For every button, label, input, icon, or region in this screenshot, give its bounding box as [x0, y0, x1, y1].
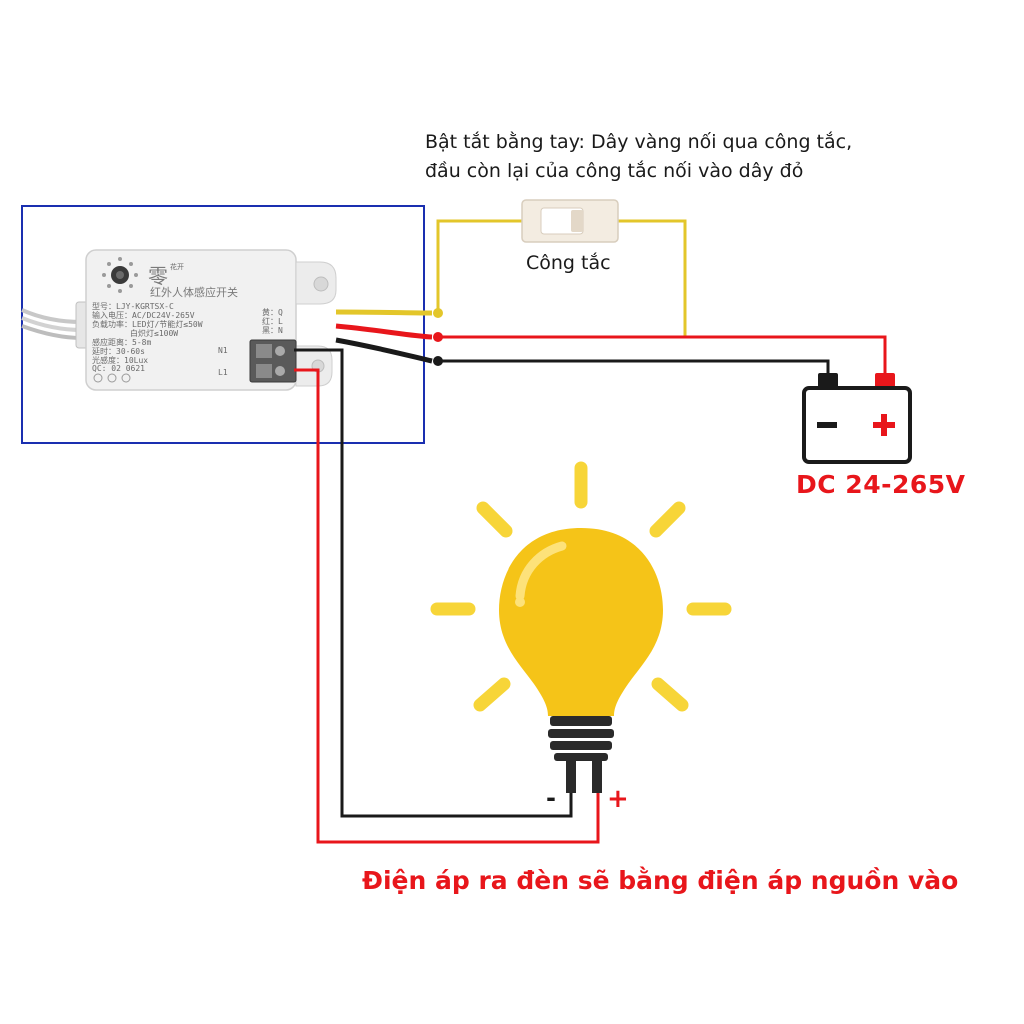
module-spec-line: 白炽灯≤100W — [130, 329, 179, 338]
red-wire-output — [294, 368, 600, 844]
bulb-minus-label: - — [546, 784, 556, 812]
black-wire-output — [294, 348, 573, 818]
instruction-note-line-2: đầu còn lại của công tắc nối vào dây đỏ — [425, 160, 804, 182]
red-wire-battery — [438, 335, 887, 378]
module-frame — [21, 205, 425, 444]
module-icon-ce — [93, 373, 103, 383]
module-wire-label: 红：L — [262, 317, 283, 326]
battery-minus-sign — [817, 422, 837, 428]
black-wire-battery — [438, 359, 830, 378]
yellow-wire-switch-return — [618, 219, 687, 337]
light-bulb-icon — [499, 528, 663, 793]
bulb-pin-left — [566, 761, 576, 793]
yellow-wire-module — [335, 309, 433, 316]
rocker-switch — [521, 199, 619, 243]
bulb-plus-label: + — [607, 784, 629, 814]
bulb-rays — [430, 461, 732, 712]
module-cable — [21, 301, 91, 349]
junction-yellow — [433, 308, 443, 318]
red-wire-module — [335, 323, 433, 340]
battery-icon — [802, 373, 912, 464]
junction-red — [433, 332, 443, 342]
yellow-wire-switch — [436, 219, 522, 313]
battery-plus-sign-v — [881, 414, 887, 436]
module-terminal-label: L1 — [218, 368, 228, 377]
module-brand: 零 — [148, 264, 168, 288]
module-spec-line: 光感度：10Lux — [92, 356, 149, 365]
module-wire-label: 黄：Q — [262, 308, 283, 317]
black-wire-module — [335, 337, 433, 364]
module-spec-line: 输入电压：AC/DC24V-265V — [92, 311, 195, 320]
instruction-note-line-1: Bật tắt bằng tay: Dây vàng nối qua công … — [425, 131, 853, 153]
module-icon-recycle — [107, 373, 117, 383]
bulb-pin-right — [592, 761, 602, 793]
switch-label: Công tắc — [526, 252, 611, 274]
module-title: 红外人体感应开关 — [150, 286, 238, 299]
sensor-module — [85, 249, 337, 391]
module-wire-label: 黑：N — [262, 326, 283, 335]
module-spec-line: 感应距离：5-8m — [92, 338, 152, 347]
module-spec-line: 负载功率：LED灯/节能灯≤50W — [92, 320, 203, 329]
output-voltage-caption: Điện áp ra đèn sẽ bằng điện áp nguồn vào — [362, 866, 959, 895]
module-spec-line: 延时：30-60s — [92, 347, 145, 356]
module-spec-line: 型号：LJY-KGRTSX-C — [92, 302, 174, 311]
voltage-label: DC 24-265V — [796, 470, 966, 499]
module-icon-bin — [121, 373, 131, 383]
module-brand-small: 花开 — [170, 263, 184, 271]
junction-black — [433, 356, 443, 366]
module-terminal-label: N1 — [218, 346, 228, 355]
module-spec-line: QC: 02 0621 — [92, 364, 145, 373]
